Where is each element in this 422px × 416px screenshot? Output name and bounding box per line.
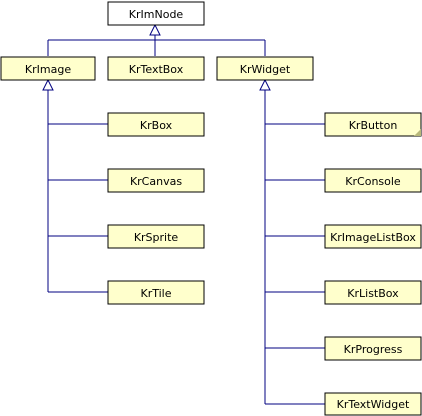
fold-corner-icon <box>414 129 421 136</box>
node-label: KrSprite <box>134 231 179 244</box>
edges-root <box>47 23 266 56</box>
node-label: KrCanvas <box>130 175 182 188</box>
node-label: KrProgress <box>344 343 403 356</box>
node-krlistbox[interactable]: KrListBox <box>324 280 422 305</box>
node-label: KrWidget <box>240 63 291 76</box>
root-arrowhead <box>149 23 161 36</box>
widget-arrowhead <box>259 78 271 91</box>
node-label: KrImage <box>25 63 71 76</box>
node-krcanvas[interactable]: KrCanvas <box>107 168 205 193</box>
node-krtextwidget[interactable]: KrTextWidget <box>324 392 422 416</box>
node-label: KrImageListBox <box>330 231 416 244</box>
node-label: KrTile <box>141 287 172 300</box>
node-label: KrBox <box>140 119 173 132</box>
node-krprogress[interactable]: KrProgress <box>324 336 422 361</box>
node-label: KrTextBox <box>129 63 184 76</box>
node-label: KrButton <box>349 119 398 132</box>
node-krimagelistbox[interactable]: KrImageListBox <box>324 224 422 249</box>
node-krimage[interactable]: KrImage <box>0 56 96 81</box>
node-krbox[interactable]: KrBox <box>107 112 205 137</box>
node-label: KrConsole <box>345 175 401 188</box>
edges-widget <box>259 78 325 405</box>
node-krbutton[interactable]: KrButton <box>324 112 422 137</box>
node-krwidget[interactable]: KrWidget <box>216 56 314 81</box>
edges-image <box>42 78 108 293</box>
node-label: KrListBox <box>347 287 399 300</box>
node-label: KrImNode <box>129 8 184 21</box>
node-label: KrTextWidget <box>337 398 410 411</box>
node-krconsole[interactable]: KrConsole <box>324 168 422 193</box>
node-krtile[interactable]: KrTile <box>107 280 205 305</box>
node-krsprite[interactable]: KrSprite <box>107 224 205 249</box>
node-krtextbox[interactable]: KrTextBox <box>107 56 205 81</box>
image-arrowhead <box>42 78 54 91</box>
node-krimnode[interactable]: KrImNode <box>107 1 205 26</box>
